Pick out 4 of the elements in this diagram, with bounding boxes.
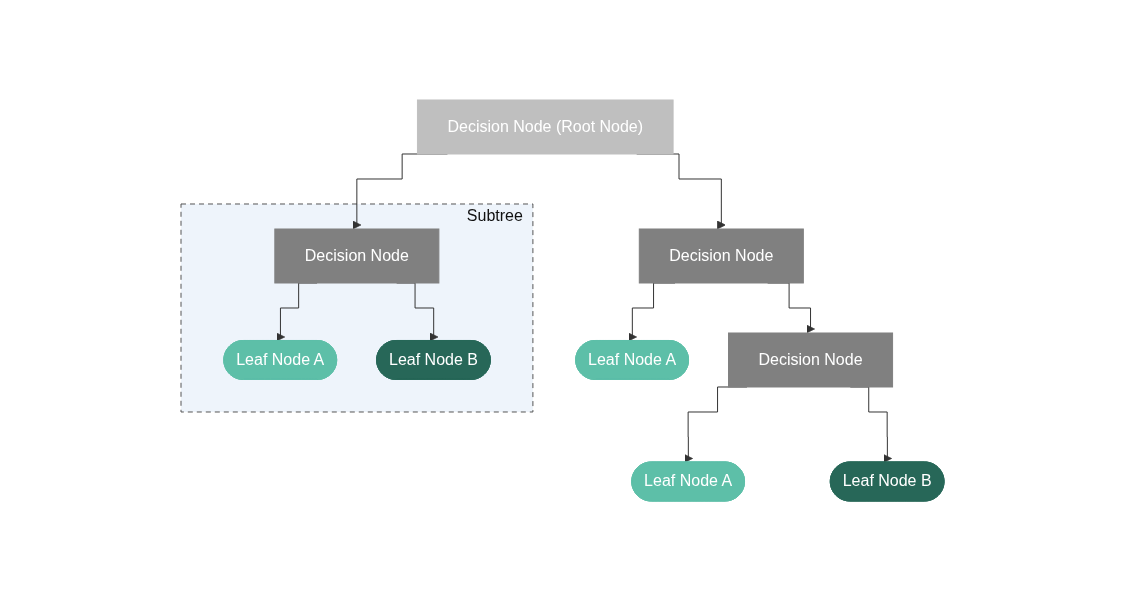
node-box: Decision Node (Root Node)	[417, 99, 675, 155]
node-box: Decision Node	[639, 228, 805, 284]
node-box: Decision Node	[728, 332, 894, 388]
node-box: Decision Node	[274, 228, 440, 284]
